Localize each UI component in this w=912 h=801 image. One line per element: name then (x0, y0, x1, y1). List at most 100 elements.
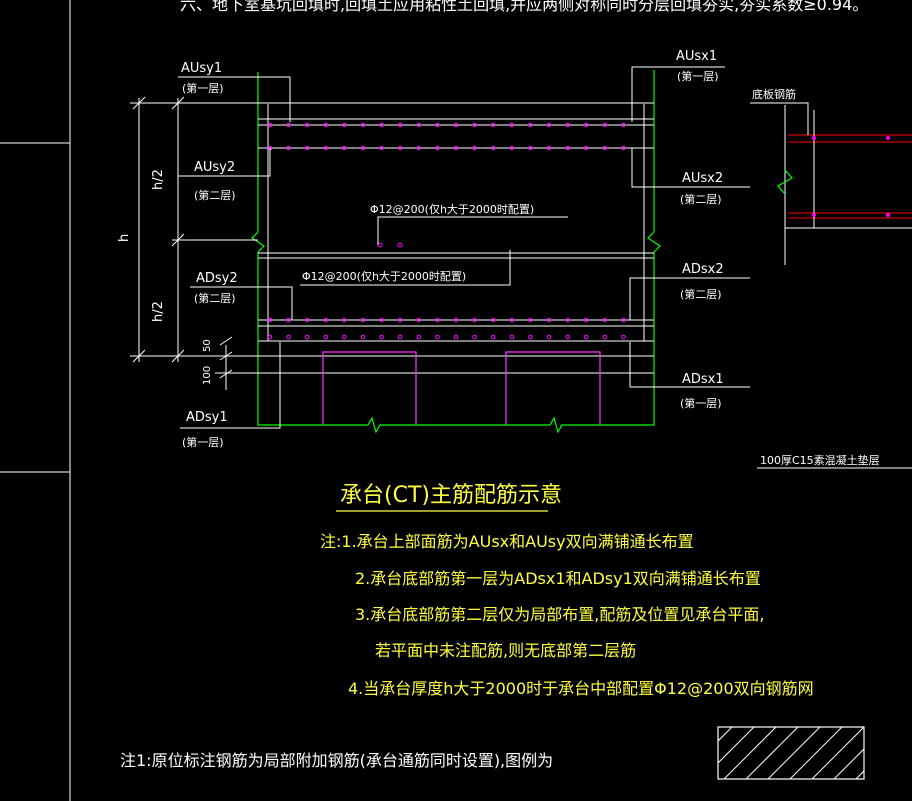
rebar-dot (528, 122, 533, 128)
rebar-dot (379, 145, 384, 151)
rebar-dot (323, 334, 329, 340)
rebar-dot (621, 334, 626, 340)
cushion-label: 100厚C15素混凝土垫层 (760, 453, 880, 467)
rebar-dot (509, 145, 515, 151)
rebar-dot (286, 334, 291, 340)
bottom-slab-detail (750, 102, 912, 469)
rebar-dot (416, 317, 422, 323)
pile-breaks (257, 408, 655, 434)
bottom-rebar-label: 底板钢筋 (752, 87, 796, 101)
label-ausx1-layer: (第一层) (677, 69, 719, 83)
legend-hatch-box (717, 726, 865, 780)
note-4: 4.当承台厚度h大于2000时于承台中部配置Φ12@200双向钢筋网 (348, 679, 814, 698)
rebar-dot (342, 122, 347, 128)
rebar-dot (416, 122, 422, 128)
rebar-dot (546, 145, 552, 151)
rebar-dot (602, 317, 608, 323)
label-adsy1: ADsy1 (186, 410, 228, 425)
label-mid-bar-upper: Φ12@200(仅h大于2000时配置) (370, 202, 534, 216)
rebar-dot (342, 317, 347, 323)
rebar-dot (546, 317, 552, 323)
rebar-dot (621, 145, 626, 151)
rebar-dot (323, 122, 329, 128)
rebar-dot (435, 334, 440, 340)
label-adsx1: ADsx1 (682, 372, 724, 387)
rebar-dot (472, 334, 477, 340)
diagram-title: 承台(CT)主筋配筋示意 (340, 483, 562, 508)
rebar-dot (304, 122, 310, 128)
rebar-dot (472, 317, 477, 323)
rebar-dot (565, 334, 570, 340)
rebar-dots (267, 122, 626, 340)
rebar-dot (342, 334, 347, 340)
label-ausx1: AUsx1 (676, 49, 717, 64)
footer-note: 注1:原位标注钢筋为局部附加钢筋(承台通筋同时设置),图例为 (120, 751, 553, 770)
rebar-dot (453, 145, 459, 151)
rebar-dot (342, 145, 347, 151)
dim-h-label: h (117, 234, 132, 242)
label-ausx2-layer: (第二层) (680, 192, 722, 206)
label-ausy1: AUsy1 (181, 61, 222, 76)
rebar-dot (546, 122, 552, 128)
rebar-dot (416, 334, 422, 340)
label-mid-bar-lower: Φ12@200(仅h大于2000时配置) (302, 269, 466, 283)
notes: 注:1.承台上部面筋为AUsx和AUsy双向满铺通长布置 2.承台底部筋第一层为… (320, 532, 814, 698)
rebar-dot (397, 145, 403, 151)
label-adsx2: ADsx2 (682, 262, 724, 277)
rebar-dot (304, 145, 310, 151)
rebar-dot (397, 317, 403, 323)
note-2: 2.承台底部筋第一层为ADsx1和ADsy1双向满铺通长布置 (355, 569, 761, 588)
label-adsx2-layer: (第二层) (680, 287, 722, 301)
rebar-dot (565, 317, 570, 323)
rebar-dot (621, 122, 626, 128)
rebar-dot (472, 122, 477, 128)
note-1: 注:1.承台上部面筋为AUsx和AUsy双向满铺通长布置 (320, 532, 694, 551)
rebar-dot (583, 317, 589, 323)
rebar-dot (528, 145, 533, 151)
rebar-dot (304, 317, 310, 323)
rebar-dot (360, 334, 366, 340)
dimensions (132, 96, 258, 390)
label-ausy2: AUsy2 (194, 160, 235, 175)
rebar-dot (528, 317, 533, 323)
mid-bar-dot (397, 242, 403, 248)
label-adsy2-layer: (第二层) (194, 291, 236, 305)
rebar-dot (583, 122, 589, 128)
drawing-frame (0, 0, 71, 801)
dim-100-label: 100 (202, 366, 213, 385)
rebar-dot (453, 334, 459, 340)
rebar-dot (472, 145, 477, 151)
dim-h2-bottom-label: h/2 (151, 301, 166, 322)
dim-50-label: 50 (202, 339, 213, 352)
rebar-dot (546, 334, 552, 340)
rebar-dot (490, 334, 496, 340)
rebar-dot (416, 145, 422, 151)
rebar-dot (286, 317, 291, 323)
label-adsx1-layer: (第一层) (680, 396, 722, 410)
label-ausx2: AUsx2 (682, 171, 723, 186)
rebar-dot (490, 145, 496, 151)
rebar-dot (453, 122, 459, 128)
rebar-dot (397, 122, 403, 128)
rebar-dot (304, 334, 310, 340)
rebar-dot (267, 317, 273, 323)
rebar-dot (509, 317, 515, 323)
rebar-dot (583, 145, 589, 151)
rebar-dot (379, 122, 384, 128)
note-3: 3.承台底部筋第二层仅为局部布置,配筋及位置见承台平面, (355, 605, 764, 624)
rebar-dot (360, 145, 366, 151)
label-ausy2-layer: (第二层) (194, 188, 236, 202)
rebar-dot (602, 145, 608, 151)
leader-lines (178, 66, 750, 429)
cap-outline (251, 70, 661, 408)
rebar-dot (602, 334, 608, 340)
rebar-labels: AUsy1 (第一层) AUsy2 (第二层) ADsy2 (第二层) ADsy… (117, 49, 880, 467)
rebar-dot (528, 334, 533, 340)
rebar-dot (267, 122, 273, 128)
rebar-dot (435, 145, 440, 151)
label-adsy1-layer: (第一层) (182, 435, 224, 449)
label-ausy1-layer: (第一层) (182, 81, 224, 95)
rebar-dot (509, 122, 515, 128)
rebar-dot (360, 122, 366, 128)
